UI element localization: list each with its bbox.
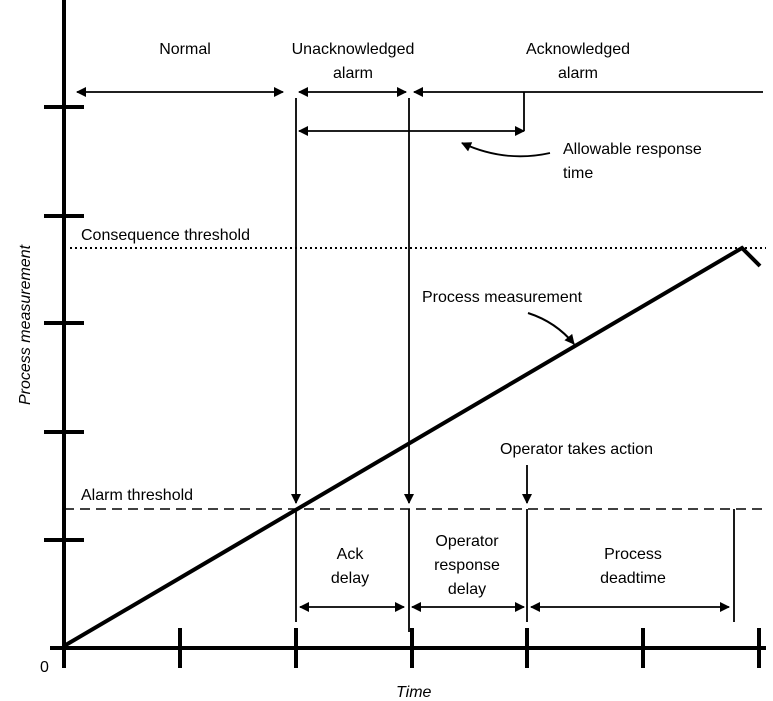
y-axis-label: Process measurement [17,244,34,405]
y-axis [44,0,84,668]
process-deadtime-label-line1: Process [604,546,662,563]
consequence-threshold-label: Consequence threshold [81,227,250,244]
process-measurement-pointer [527,312,575,345]
allowable-response-label-line2: time [563,165,593,182]
process-measurement-label: Process measurement [422,289,583,306]
event-verticals [291,98,735,632]
operator-action-label: Operator takes action [500,441,653,458]
response-delay-label-line2: response [434,557,500,574]
process-deadtime-label-line2: deadtime [600,570,666,587]
response-delay-label-line1: Operator [435,533,499,550]
phase-acknowledged-label-line1: Acknowledged [526,41,630,58]
origin-label: 0 [40,659,49,676]
phase-unacknowledged-label-line1: Unacknowledged [292,41,415,58]
response-delay-label-line3: delay [448,581,486,598]
x-axis-label: Time [396,684,432,701]
alarm-threshold-label: Alarm threshold [81,487,193,504]
ack-delay-label-line2: delay [331,570,369,587]
allowable-response-pointer [461,142,551,158]
ack-delay-label-line1: Ack [337,546,365,563]
phase-normal-label: Normal [159,41,211,58]
x-axis-ticks [178,628,761,668]
phase-acknowledged-label-line2: alarm [558,65,598,82]
y-axis-ticks [44,105,84,542]
process-measurement-line [62,245,762,648]
phase-unacknowledged-label-line2: alarm [333,65,373,82]
phase-arrows [76,87,763,158]
allowable-response-label-line1: Allowable response [563,141,702,158]
x-axis [50,628,766,668]
